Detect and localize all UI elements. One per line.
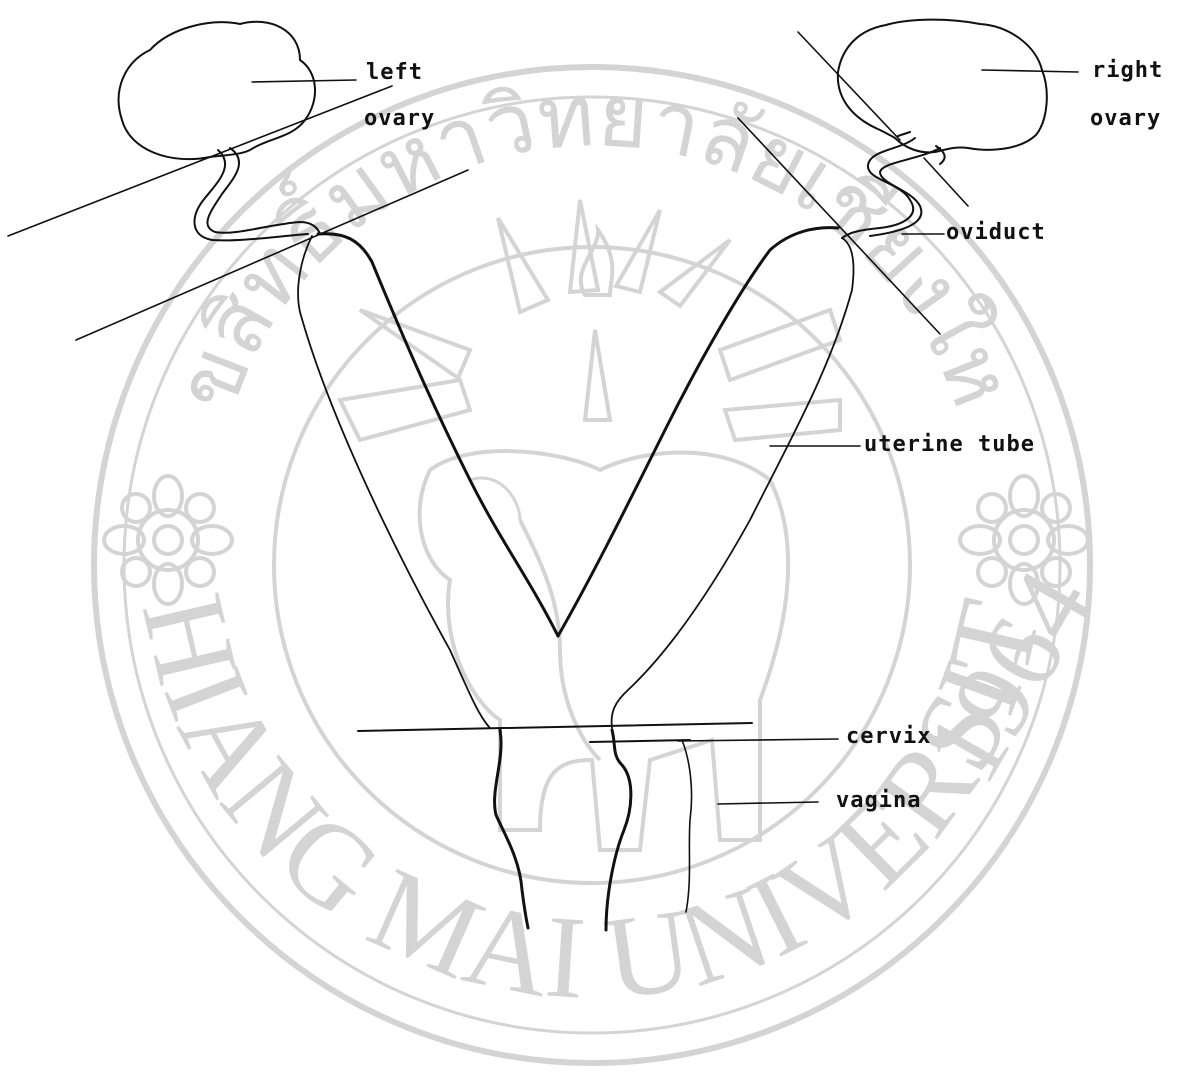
leader-right-ovary: [982, 70, 1078, 72]
label-cervix: cervix: [846, 724, 931, 749]
cervix-line-lower: [590, 740, 690, 742]
leader-left-ovary: [252, 80, 356, 82]
left-ovary-shape: [119, 22, 315, 159]
watermark-thai-text: ลิขสิทธิ์มหาวิทยาลัยเชียงใหม่: [0, 0, 1032, 424]
right-uterine-horn-inner: [558, 228, 838, 636]
label-right-ovary-line2: ovary: [1090, 106, 1161, 131]
left-uterine-horn-outer: [298, 236, 490, 728]
label-uterine-tube: uterine tube: [864, 432, 1035, 457]
left-uterine-horn-inner: [318, 234, 558, 636]
label-left-ovary-line2: ovary: [364, 106, 435, 131]
label-oviduct: oviduct: [946, 220, 1046, 245]
cervix-line-upper: [358, 723, 752, 731]
right-uterine-horn-outer: [612, 238, 854, 728]
label-vagina: vagina: [836, 788, 921, 813]
leader-cervix: [678, 739, 838, 741]
label-left-ovary-line1: left: [366, 60, 423, 85]
label-right-ovary-line1: right: [1092, 58, 1163, 83]
right-ovary-shape: [838, 20, 1047, 153]
